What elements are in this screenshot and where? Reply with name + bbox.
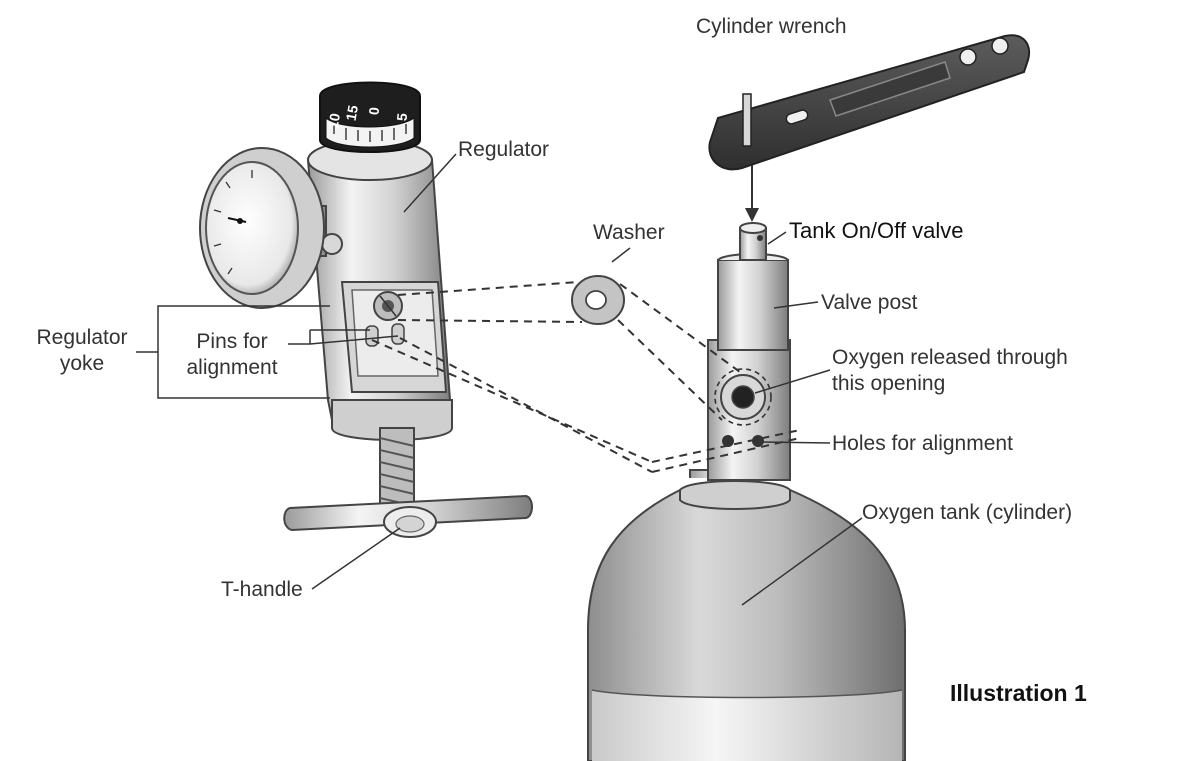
- alignment-lines: [371, 281, 801, 473]
- label-valve-post: Valve post: [821, 291, 918, 314]
- label-cylinder-wrench: Cylinder wrench: [696, 15, 847, 38]
- label-oxygen-released: Oxygen released through this opening: [832, 345, 1068, 397]
- label-oxygen-released-line2: this opening: [832, 372, 946, 395]
- label-pins-for-alignment: Pins for alignment: [172, 329, 292, 381]
- label-regulator-yoke: Regulator yoke: [24, 325, 140, 377]
- label-oxygen-tank: Oxygen tank (cylinder): [862, 501, 1073, 524]
- oxygen-tank: [587, 469, 906, 761]
- label-pins-line2: alignment: [186, 356, 278, 379]
- washer: [571, 275, 625, 325]
- tank-on-off-valve: [739, 222, 767, 261]
- label-regulator-yoke-line2: yoke: [59, 352, 105, 375]
- label-washer: Washer: [593, 221, 665, 244]
- label-regulator: Regulator: [458, 138, 550, 161]
- valve-post: [707, 253, 791, 481]
- cylinder-wrench: [708, 34, 1030, 171]
- label-holes-for-alignment: Holes for alignment: [832, 432, 1013, 455]
- label-regulator-yoke-line1: Regulator: [36, 326, 128, 349]
- label-pins-line1: Pins for: [196, 330, 268, 353]
- pressure-gauge-icon: [199, 147, 325, 309]
- label-oxygen-released-line1: Oxygen released through: [832, 346, 1068, 369]
- t-handle: [283, 427, 533, 538]
- wrench-arrow: [745, 160, 759, 222]
- illustration-caption: Illustration 1: [950, 680, 1087, 706]
- label-tank-on-off-valve: Tank On/Off valve: [789, 218, 964, 243]
- label-t-handle: T-handle: [221, 578, 303, 601]
- leader-lines: [136, 153, 863, 606]
